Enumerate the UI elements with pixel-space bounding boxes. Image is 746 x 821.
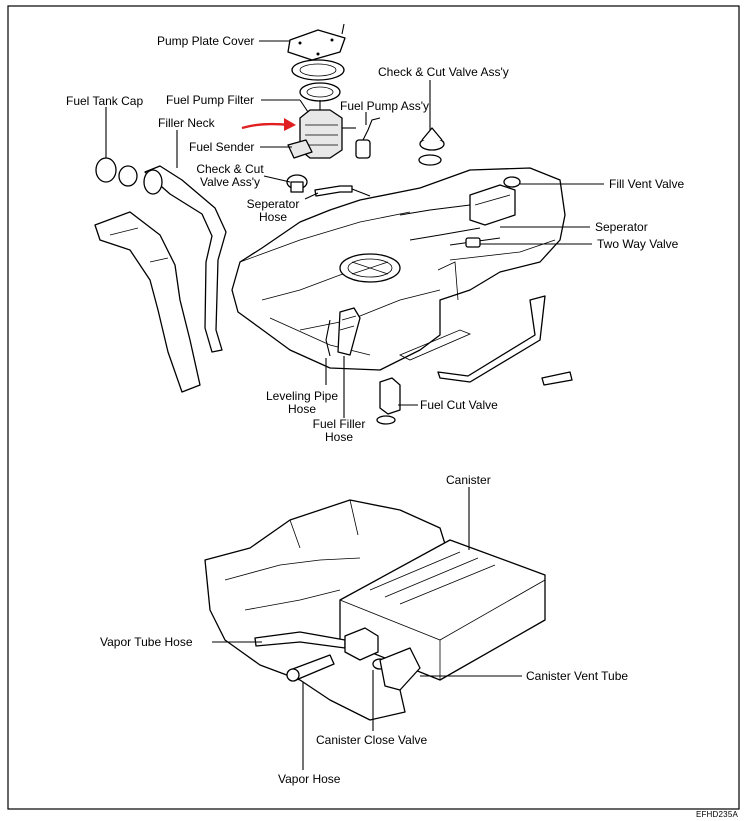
canister-vent-tube-part [379, 647, 421, 691]
tank-band-right [437, 295, 546, 383]
label-leveling-pipe-hose-line2: Hose [287, 402, 316, 416]
pump-ring [299, 82, 341, 102]
label-fuel-tank-cap: Fuel Tank Cap [66, 94, 144, 108]
label-check-cut-valve-top: Check & Cut Valve Ass'y [378, 65, 509, 79]
fuel-pump-opening [339, 253, 401, 283]
label-seperator: Seperator [595, 220, 648, 234]
label-vapor-tube-hose: Vapor Tube Hose [100, 635, 193, 649]
label-fuel-cut-valve: Fuel Cut Valve [420, 398, 498, 412]
label-seperator-hose: Seperator Hose [242, 198, 304, 224]
label-leveling-pipe-hose: Leveling Pipe Hose [260, 390, 344, 416]
label-canister-vent-tube: Canister Vent Tube [526, 669, 629, 683]
fill-vent-valve-part [503, 176, 521, 188]
check-cut-valve-top-part [418, 127, 445, 166]
label-filler-neck: Filler Neck [158, 116, 215, 130]
label-check-cut-valve-left-line1: Check & Cut [196, 162, 264, 176]
pump-plate-cover [287, 23, 346, 61]
leader-lines [105, 40, 604, 770]
leveling-pipe-part [325, 319, 331, 357]
check-cut-valve-left-part [286, 174, 308, 193]
fuel-filler-hose-part [337, 307, 361, 356]
label-canister-close-valve: Canister Close Valve [316, 733, 428, 747]
seperator-hose-part [314, 185, 371, 197]
canister-close-valve-part [344, 627, 388, 670]
seperator-part [399, 184, 516, 246]
filler-neck-shield [94, 211, 201, 393]
label-fuel-sender: Fuel Sender [189, 140, 255, 154]
diagram-frame [7, 5, 740, 810]
label-fill-vent-valve: Fill Vent Valve [609, 177, 685, 191]
small-pipe-part [541, 371, 573, 386]
label-vapor-hose: Vapor Hose [278, 772, 341, 786]
label-pump-plate-cover: Pump Plate Cover [157, 34, 255, 48]
figure-code: EFHD235A [695, 810, 738, 819]
label-seperator-hose-line2: Hose [258, 210, 287, 224]
label-seperator-hose-line1: Seperator [246, 197, 300, 211]
fuel-sender-part [287, 139, 313, 159]
filler-neck-part [143, 165, 227, 353]
red-pointer-arrow [241, 118, 296, 131]
two-way-valve-part [465, 237, 481, 248]
pump-gasket [291, 59, 345, 81]
label-check-cut-valve-left: Check & Cut Valve Ass'y [195, 163, 265, 189]
label-check-cut-valve-left-line2: Valve Ass'y [199, 175, 261, 189]
label-leveling-pipe-hose-line1: Leveling Pipe [265, 389, 339, 403]
label-canister: Canister [446, 473, 491, 487]
fuel-pump-assy-part [355, 117, 381, 159]
label-two-way-valve: Two Way Valve [597, 237, 679, 251]
label-fuel-filler-hose-line2: Hose [324, 430, 353, 444]
label-fuel-filler-hose-line1: Fuel Filler [312, 417, 366, 431]
fuel-cut-valve-part [376, 377, 401, 425]
label-fuel-pump-assy: Fuel Pump Ass'y [340, 99, 429, 113]
vapor-hose-part [286, 654, 335, 682]
label-fuel-pump-filter: Fuel Pump Filter [166, 93, 255, 107]
label-fuel-filler-hose: Fuel Filler Hose [305, 418, 373, 444]
fuel-tank-cap-part [95, 157, 138, 187]
